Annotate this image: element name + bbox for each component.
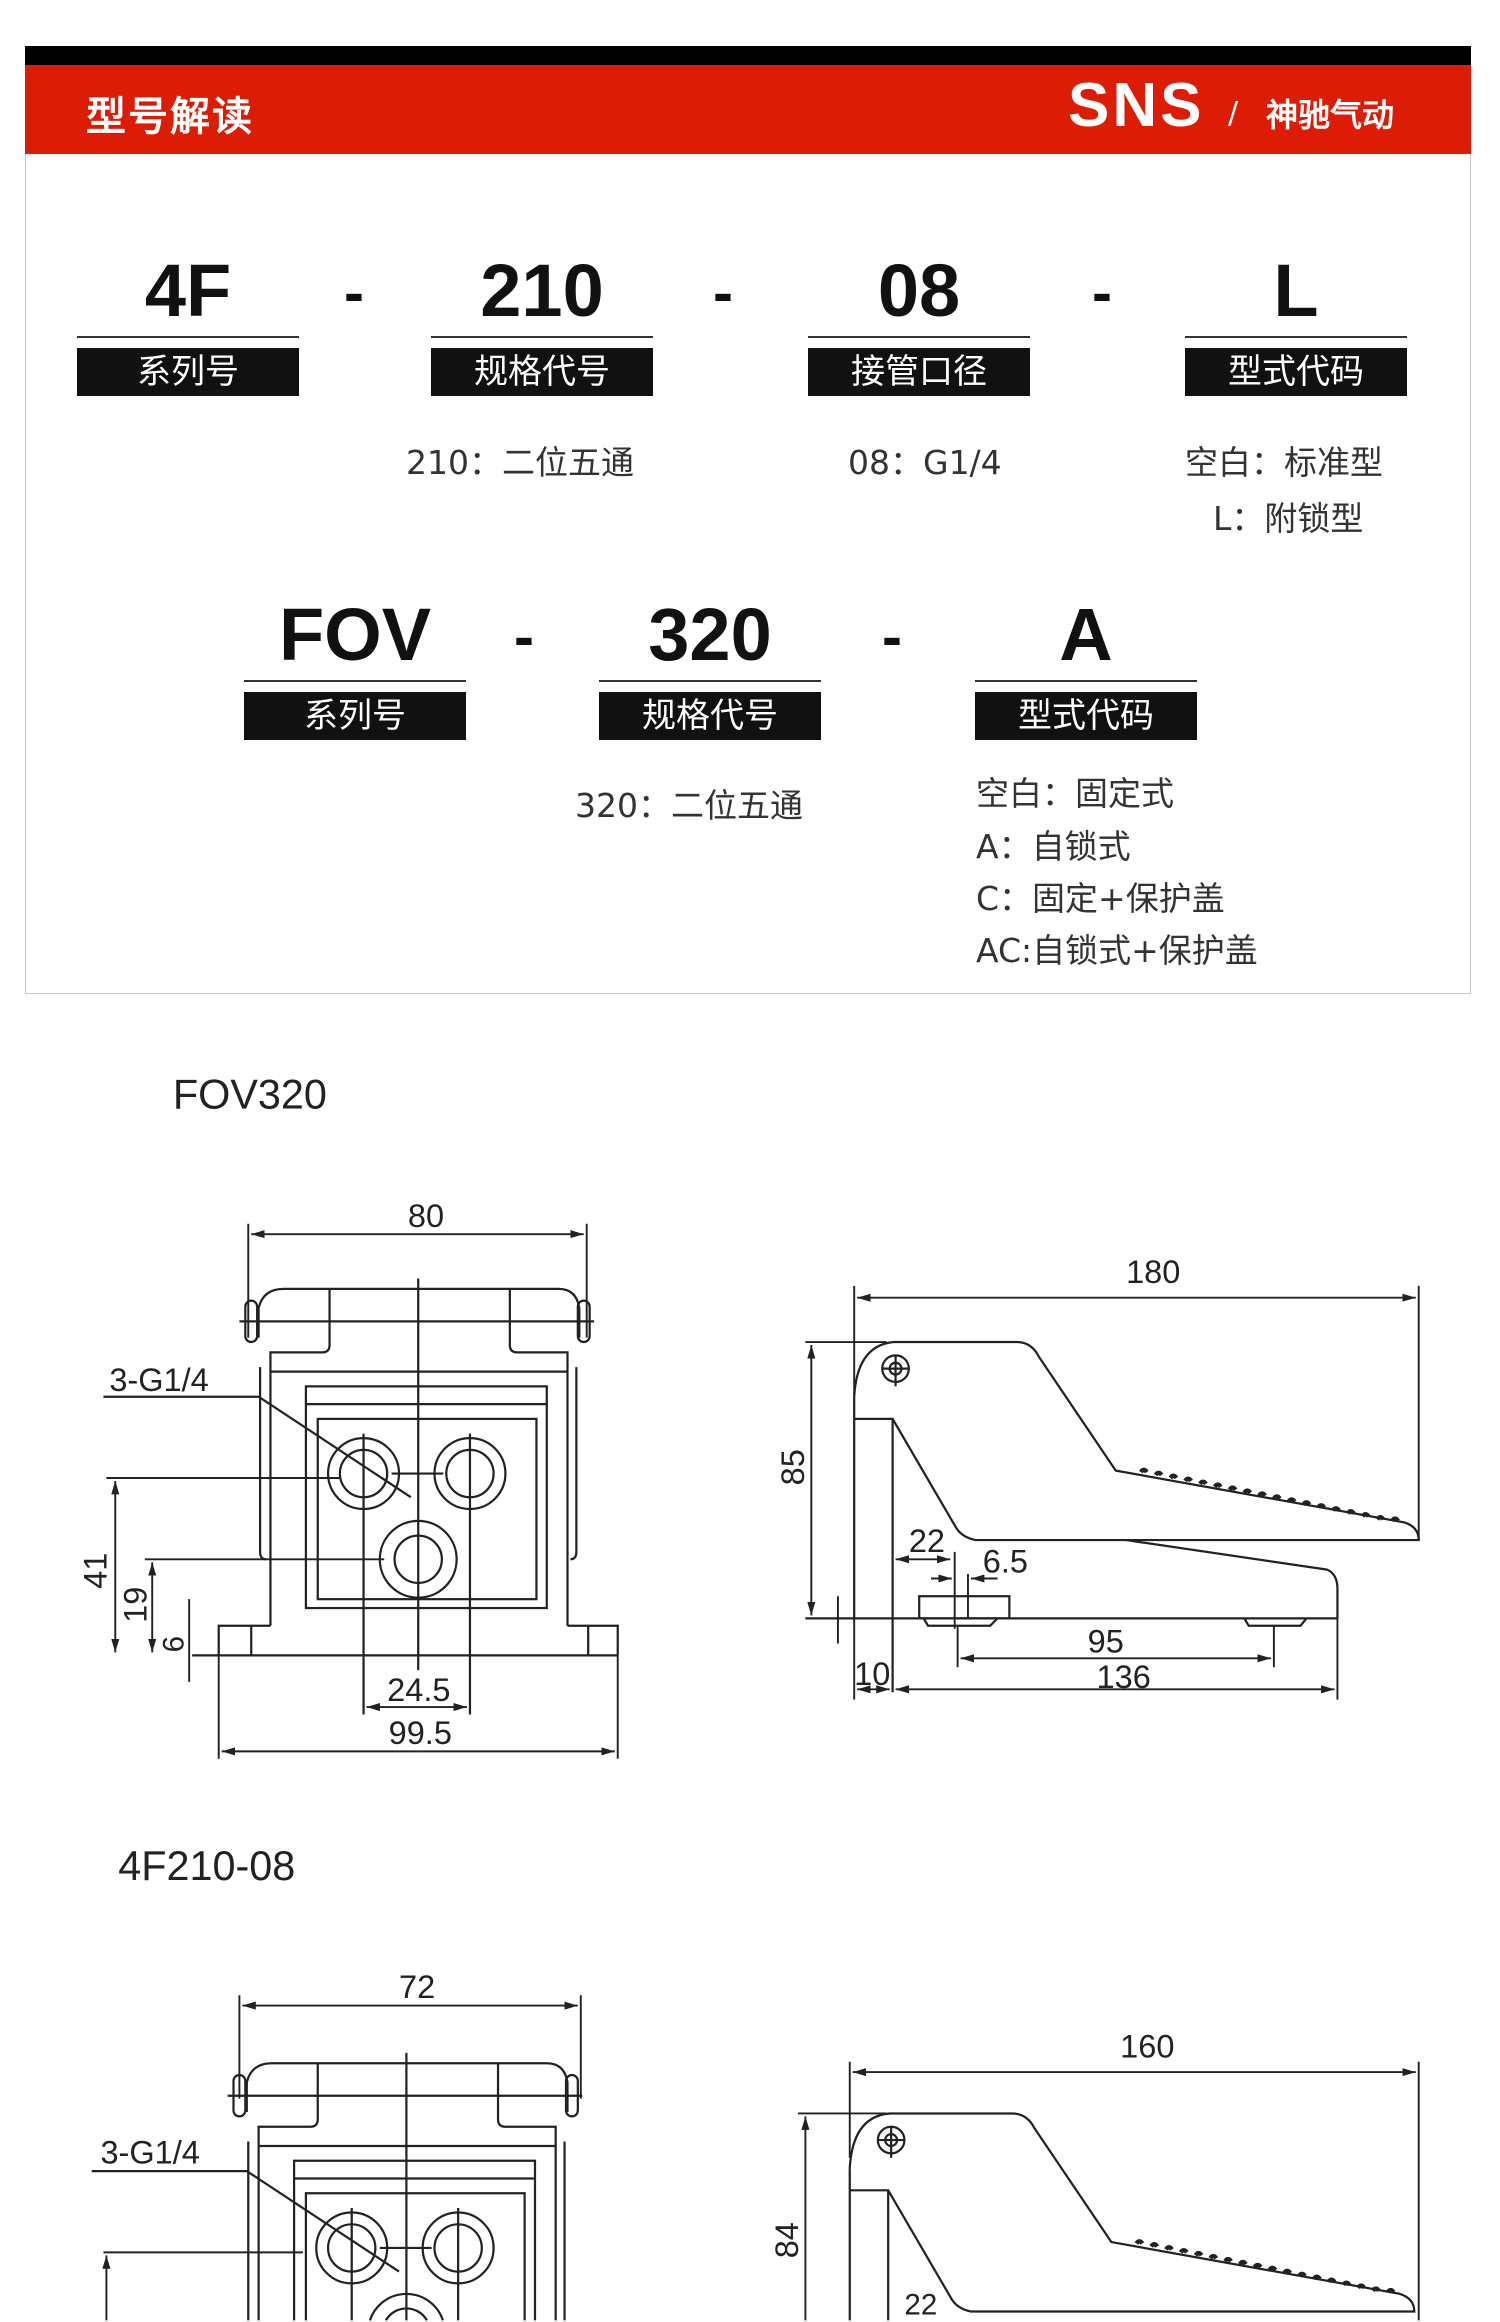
code-label: 规格代号 — [599, 692, 821, 740]
code-label: 系列号 — [244, 692, 466, 740]
front-view — [91, 2052, 583, 2321]
dim-95: 95 — [1088, 1623, 1124, 1659]
drawing-title: FOV320 — [173, 1072, 327, 1118]
dim-width: 72 — [399, 1969, 435, 2005]
spec-description: 210：二位五通 — [406, 443, 634, 482]
code-underline — [431, 336, 653, 338]
code-dash: - — [1092, 259, 1112, 326]
type-description: C：固定+保护盖 — [976, 879, 1225, 918]
dim-length: 160 — [1120, 2028, 1174, 2064]
type-description: A：自锁式 — [976, 827, 1131, 866]
front-view — [103, 1278, 619, 1715]
code-dash: - — [514, 603, 534, 670]
code-underline — [808, 336, 1030, 338]
code-underline — [77, 336, 299, 338]
dim-136: 136 — [1097, 1659, 1151, 1695]
code-label: 型式代码 — [975, 692, 1197, 740]
type-description: L：附锁型 — [1213, 499, 1364, 538]
dim-width: 80 — [408, 1198, 444, 1234]
code-value: 4F — [144, 249, 232, 332]
code-underline — [599, 680, 821, 682]
code-segment-series: 4F 系列号 — [77, 254, 308, 396]
dim-height: 85 — [775, 1449, 811, 1485]
brand-name-cn: 神驰气动 — [1266, 96, 1395, 134]
code-label: 接管口径 — [808, 348, 1030, 396]
dim-10: 10 — [854, 1656, 890, 1692]
dim-height: 84 — [769, 2222, 805, 2258]
code-value: 320 — [648, 593, 772, 676]
code-dash: - — [344, 259, 364, 326]
code-label: 型式代码 — [1185, 348, 1407, 396]
code-segment-type: L 型式代码 — [1185, 254, 1416, 396]
port-description: 08：G1/4 — [848, 443, 1002, 482]
spec-description: 320：二位五通 — [575, 786, 803, 825]
ports-label: 3-G1/4 — [100, 2135, 199, 2171]
header-banner — [25, 65, 1471, 154]
code-underline — [1185, 336, 1407, 338]
code-segment-type: A 型式代码 — [975, 598, 1206, 740]
ports-label: 3-G1/4 — [109, 1362, 208, 1398]
dim-base-width: 99.5 — [389, 1715, 452, 1751]
drawing-title: 4F210-08 — [118, 1843, 295, 1889]
dim-height-6: 6 — [157, 1636, 190, 1652]
dim-height-19: 19 — [117, 1587, 153, 1623]
code-value: 210 — [480, 249, 604, 332]
header-top-bar — [25, 46, 1471, 65]
dim-6-5: 6.5 — [983, 1544, 1028, 1580]
dim-22: 22 — [909, 1523, 945, 1559]
code-underline — [975, 680, 1197, 682]
code-segment-spec: 210 规格代号 — [431, 254, 662, 396]
code-value: FOV — [278, 593, 432, 676]
code-value: L — [1273, 249, 1319, 332]
model-explanation-panel — [25, 154, 1471, 994]
code-dash: - — [713, 259, 733, 326]
dim-22: 22 — [904, 2288, 937, 2321]
dim-length: 180 — [1126, 1254, 1180, 1290]
code-segment-spec: 320 规格代号 — [599, 598, 830, 740]
code-segment-port: 08 接管口径 — [808, 254, 1039, 396]
brand-separator: / — [1228, 96, 1239, 131]
code-label: 规格代号 — [431, 348, 653, 396]
brand-logo: SNS — [1068, 71, 1205, 140]
code-dash: - — [882, 603, 902, 670]
dim-port-pitch: 24.5 — [387, 1672, 450, 1708]
side-view — [848, 2112, 1416, 2321]
section-title: 型号解读 — [86, 94, 254, 140]
code-value: A — [1059, 593, 1113, 676]
code-value: 08 — [877, 249, 961, 332]
code-label: 系列号 — [77, 348, 299, 396]
side-view — [805, 1340, 1420, 1693]
type-description: 空白：标准型 — [1185, 443, 1383, 482]
type-description: 空白：固定式 — [976, 774, 1174, 813]
type-description: AC:自锁式+保护盖 — [976, 931, 1258, 970]
dim-height-41: 41 — [77, 1553, 113, 1589]
code-segment-series: FOV 系列号 — [244, 598, 475, 740]
code-underline — [244, 680, 466, 682]
